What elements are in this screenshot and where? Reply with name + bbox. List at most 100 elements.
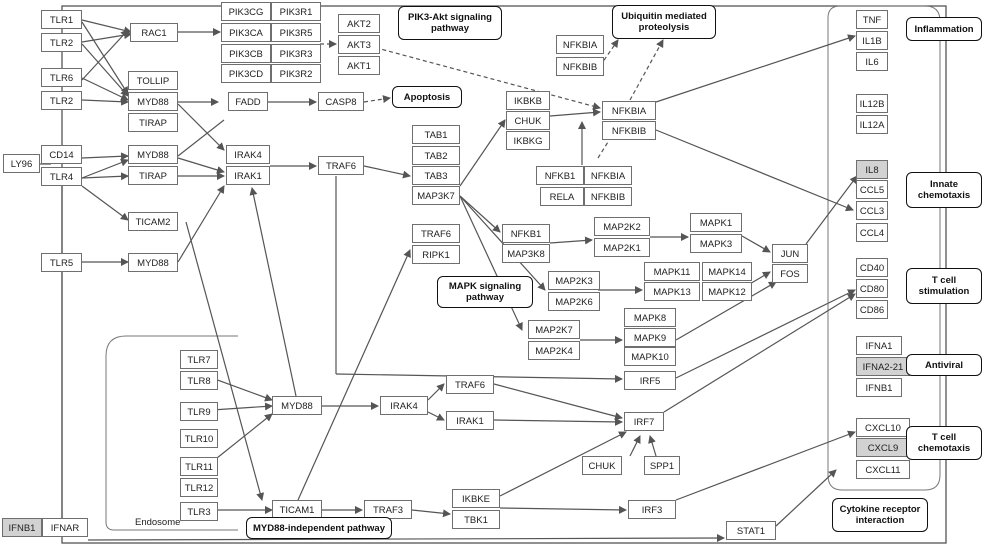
edge (499, 505, 627, 514)
node-tlr5: TLR5 (41, 253, 82, 272)
node-il12b: IL12B (856, 94, 888, 113)
node-pik3cg: PIK3CG (221, 2, 271, 21)
node-myd88: MYD88 (272, 396, 322, 415)
node-nfkbia: NFKBIA (602, 101, 656, 120)
edge (81, 43, 129, 97)
label-inflammation: Inflammation (906, 17, 982, 41)
nucleus-boundary (827, 5, 941, 491)
edge (663, 293, 856, 413)
node-ifnb1: IFNB1 (2, 518, 42, 537)
node-map2k1: MAP2K1 (594, 238, 650, 257)
edge (629, 39, 664, 101)
node-irf3: IRF3 (628, 500, 676, 519)
node-ccl3: CCL3 (856, 201, 888, 220)
node-cxcl11: CXCL11 (856, 460, 910, 479)
node-ly96: LY96 (3, 154, 40, 173)
edge (363, 165, 411, 179)
edge (675, 289, 856, 379)
node-tlr2: TLR2 (41, 33, 82, 52)
node-mapk11: MAPK11 (644, 262, 700, 281)
node-nfkb1: NFKB1 (536, 166, 584, 185)
label-antiviral: Antiviral (906, 354, 982, 376)
edge (599, 39, 619, 67)
label-pi3k-akt-pathway: PIK3-Akt signaling pathway (398, 6, 502, 40)
edge (427, 383, 445, 401)
node-nfkbia: NFKBIA (584, 166, 632, 185)
node-cd80: CD80 (856, 279, 888, 298)
label-t-cell-chemotaxis: T cell chemotaxis (906, 426, 982, 460)
edge (648, 435, 657, 457)
node-myd88: MYD88 (128, 145, 178, 164)
node-jun: JUN (772, 244, 808, 263)
node-mapk8: MAPK8 (624, 308, 676, 327)
node-mapk9: MAPK9 (624, 328, 676, 347)
node-rela: RELA (540, 187, 584, 206)
node-tlr10: TLR10 (180, 429, 218, 448)
node-akt3: AKT3 (338, 35, 380, 54)
node-fadd: FADD (228, 92, 268, 111)
node-il8: IL8 (856, 160, 888, 179)
node-map2k2: MAP2K2 (594, 217, 650, 236)
node-il6: IL6 (856, 52, 888, 71)
node-tirap: TIRAP (128, 113, 178, 132)
node-tlr4: TLR4 (41, 167, 82, 186)
node-il12a: IL12A (856, 115, 888, 134)
node-tab3: TAB3 (412, 166, 460, 185)
node-tlr3: TLR3 (180, 502, 218, 521)
node-il1b: IL1B (856, 31, 888, 50)
edge (629, 435, 641, 457)
edge (177, 185, 225, 263)
node-irak1: IRAK1 (446, 411, 494, 430)
edge (177, 119, 225, 157)
edge (459, 195, 546, 291)
node-pik3r1: PIK3R1 (271, 2, 321, 21)
edge (81, 185, 129, 221)
node-myd88: MYD88 (128, 253, 178, 272)
node-nfkb1: NFKB1 (502, 224, 550, 243)
edge (81, 19, 132, 35)
edge (211, 377, 273, 402)
node-nfkbib: NFKBIB (584, 187, 632, 206)
edge (81, 77, 129, 101)
edge (499, 431, 627, 497)
node-ifna1: IFNA1 (856, 336, 902, 355)
node-ccl5: CCL5 (856, 180, 888, 199)
node-mapk14: MAPK14 (702, 262, 752, 281)
node-traf6: TRAF6 (318, 156, 364, 175)
edge (655, 129, 854, 212)
label-innate-chemotaxis: Innate chemotaxis (906, 172, 982, 208)
label-t-cell-stimulation: T cell stimulation (906, 268, 982, 304)
edge (361, 43, 601, 111)
edge (177, 157, 225, 174)
node-ticam2: TICAM2 (128, 212, 178, 231)
edge (297, 249, 411, 501)
node-map3k8: MAP3K8 (502, 244, 550, 263)
edge (249, 187, 297, 397)
node-map2k3: MAP2K3 (548, 271, 600, 290)
edge (427, 411, 445, 421)
node-mapk10: MAPK10 (624, 347, 676, 366)
node-tlr1: TLR1 (41, 10, 82, 29)
node-cd40: CD40 (856, 258, 888, 277)
node-irak1: IRAK1 (226, 166, 270, 185)
node-mapk3: MAPK3 (690, 234, 742, 253)
label-mapk-pathway: MAPK signaling pathway (437, 276, 533, 308)
node-ikbkb: IKBKB (506, 91, 550, 110)
node-ifna2-21: IFNA2-21 (856, 357, 910, 376)
edge (741, 235, 771, 253)
node-tlr6: TLR6 (41, 68, 82, 87)
node-map3k7: MAP3K7 (412, 186, 460, 205)
edge (459, 119, 506, 187)
node-stat1: STAT1 (726, 521, 776, 540)
node-traf6: TRAF6 (446, 375, 494, 394)
node-akt2: AKT2 (338, 14, 380, 33)
node-ripk1: RIPK1 (412, 245, 460, 264)
edge (211, 402, 273, 411)
label-endosome: Endosome (135, 517, 181, 528)
node-nfkbia: NFKBIA (556, 35, 604, 54)
node-mapk12: MAPK12 (702, 282, 752, 301)
label-cytokine-receptor-interaction: Cytokine receptor interaction (832, 498, 928, 532)
node-tab1: TAB1 (412, 125, 460, 144)
edge (549, 108, 601, 117)
